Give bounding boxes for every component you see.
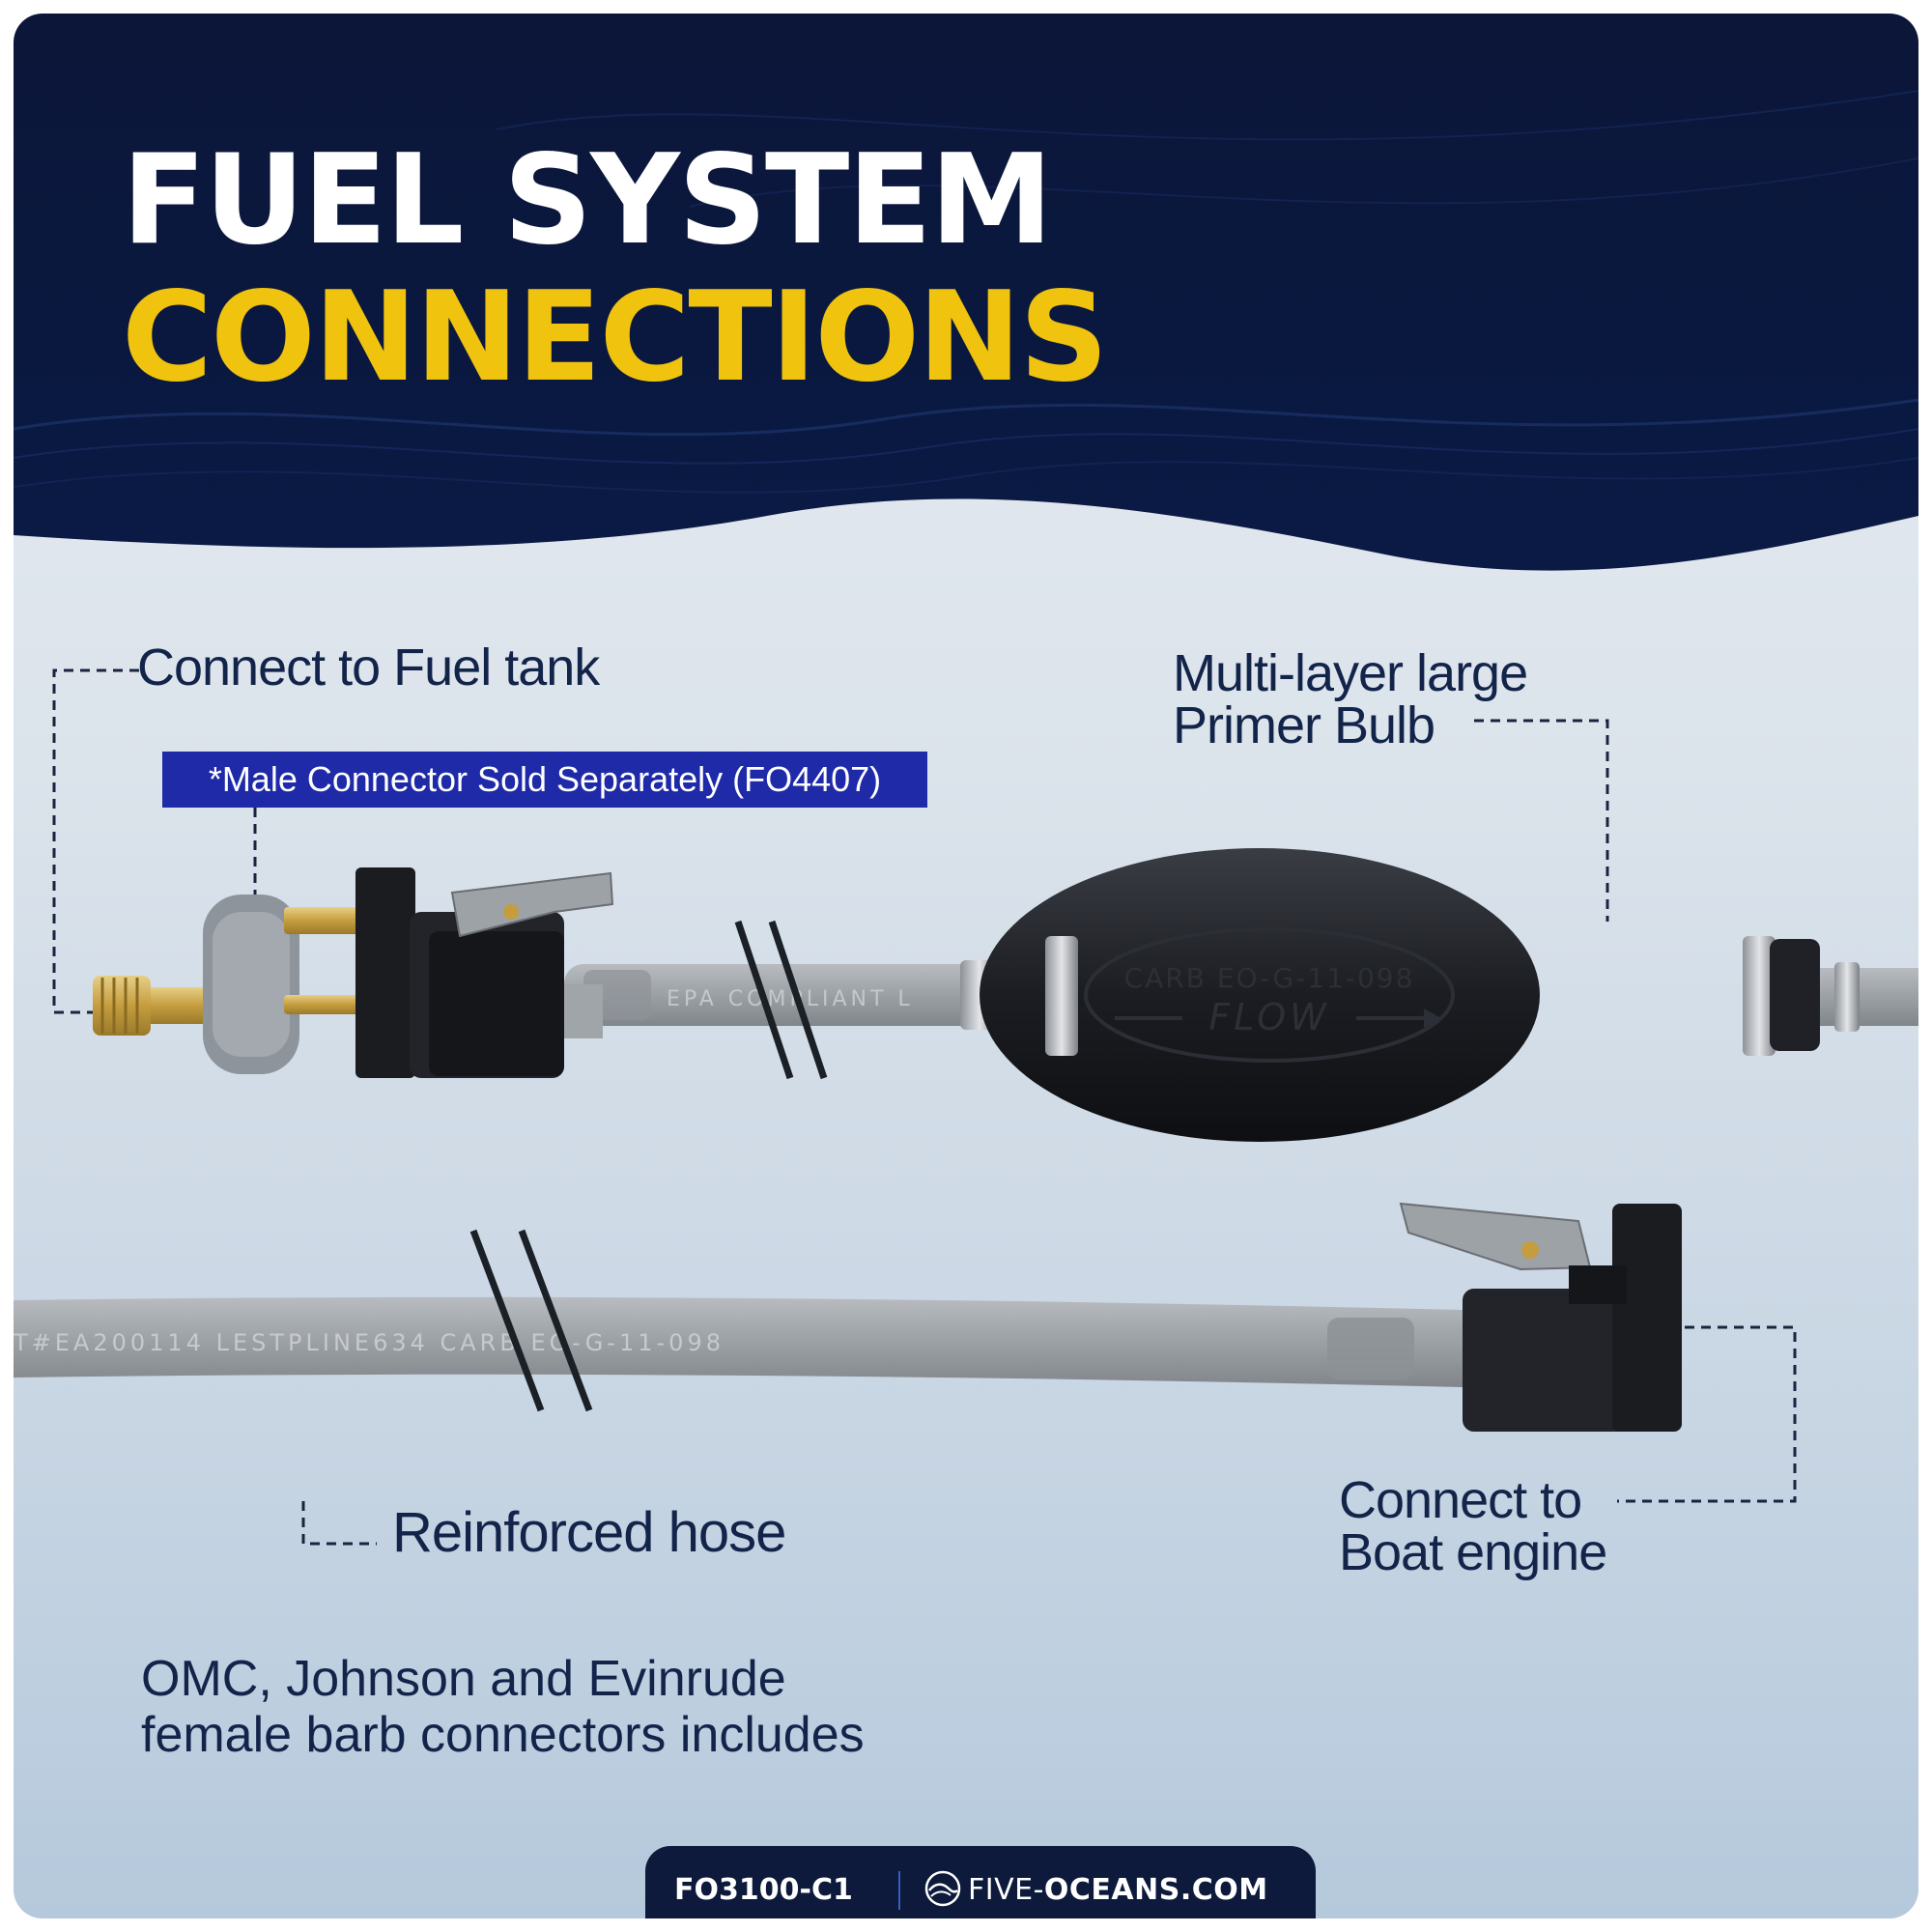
product-card: FUEL SYSTEM CONNECTIONS xyxy=(14,14,1918,1918)
label-primer-line1: Multi-layer large xyxy=(1173,644,1528,702)
hose-break-icon xyxy=(469,1229,593,1412)
footer-bar: FO3100-C1 FIVE-OCEANS.COM xyxy=(645,1846,1316,1918)
label-reinforced-hose: Reinforced hose xyxy=(392,1501,786,1564)
compat-line1: OMC, Johnson and Evinrude xyxy=(141,1651,786,1707)
site-suffix: OCEANS.COM xyxy=(1043,1873,1268,1907)
hose-break-icon xyxy=(734,920,828,1080)
label-fuel-tank: Connect to Fuel tank xyxy=(137,639,600,696)
title-line-1: FUEL SYSTEM xyxy=(122,128,1053,272)
engine-connector xyxy=(1399,1202,1682,1432)
sku-label: FO3100-C1 xyxy=(674,1873,853,1907)
upper-hose-print: EPA COMPLIANT L xyxy=(667,987,914,1011)
label-engine-line2: Boat engine xyxy=(1339,1523,1607,1581)
label-engine-line1: Connect to xyxy=(1339,1471,1582,1529)
header-background xyxy=(14,14,1918,571)
site-prefix: FIVE- xyxy=(968,1873,1044,1907)
compat-line2: female barb connectors includes xyxy=(141,1707,865,1763)
lower-hose-print: T#EA200114 LESTPLINE634 CARB EO-G-11-098 xyxy=(14,1329,724,1356)
label-primer-line2: Primer Bulb xyxy=(1173,696,1435,754)
footer-divider xyxy=(898,1871,900,1910)
wave-logo-icon xyxy=(924,1870,961,1907)
male-connector-note: *Male Connector Sold Separately (FO4407) xyxy=(162,752,927,808)
website-link[interactable]: FIVE-OCEANS.COM xyxy=(968,1873,1268,1907)
title-line-2: CONNECTIONS xyxy=(122,266,1108,410)
fuel-tank-connector xyxy=(93,867,614,1078)
primer-bulb: CARB EO-G-11-098 FLOW xyxy=(980,848,1918,1142)
bulb-print-line2: FLOW xyxy=(1208,996,1329,1038)
leader-lines xyxy=(52,668,1797,1546)
lower-hose: T#EA200114 LESTPLINE634 CARB EO-G-11-098 xyxy=(14,1296,1463,1387)
fuel-line-illustration: EPA COMPLIANT L xyxy=(14,668,1918,1546)
bulb-print-line1: CARB EO-G-11-098 xyxy=(1124,962,1415,994)
